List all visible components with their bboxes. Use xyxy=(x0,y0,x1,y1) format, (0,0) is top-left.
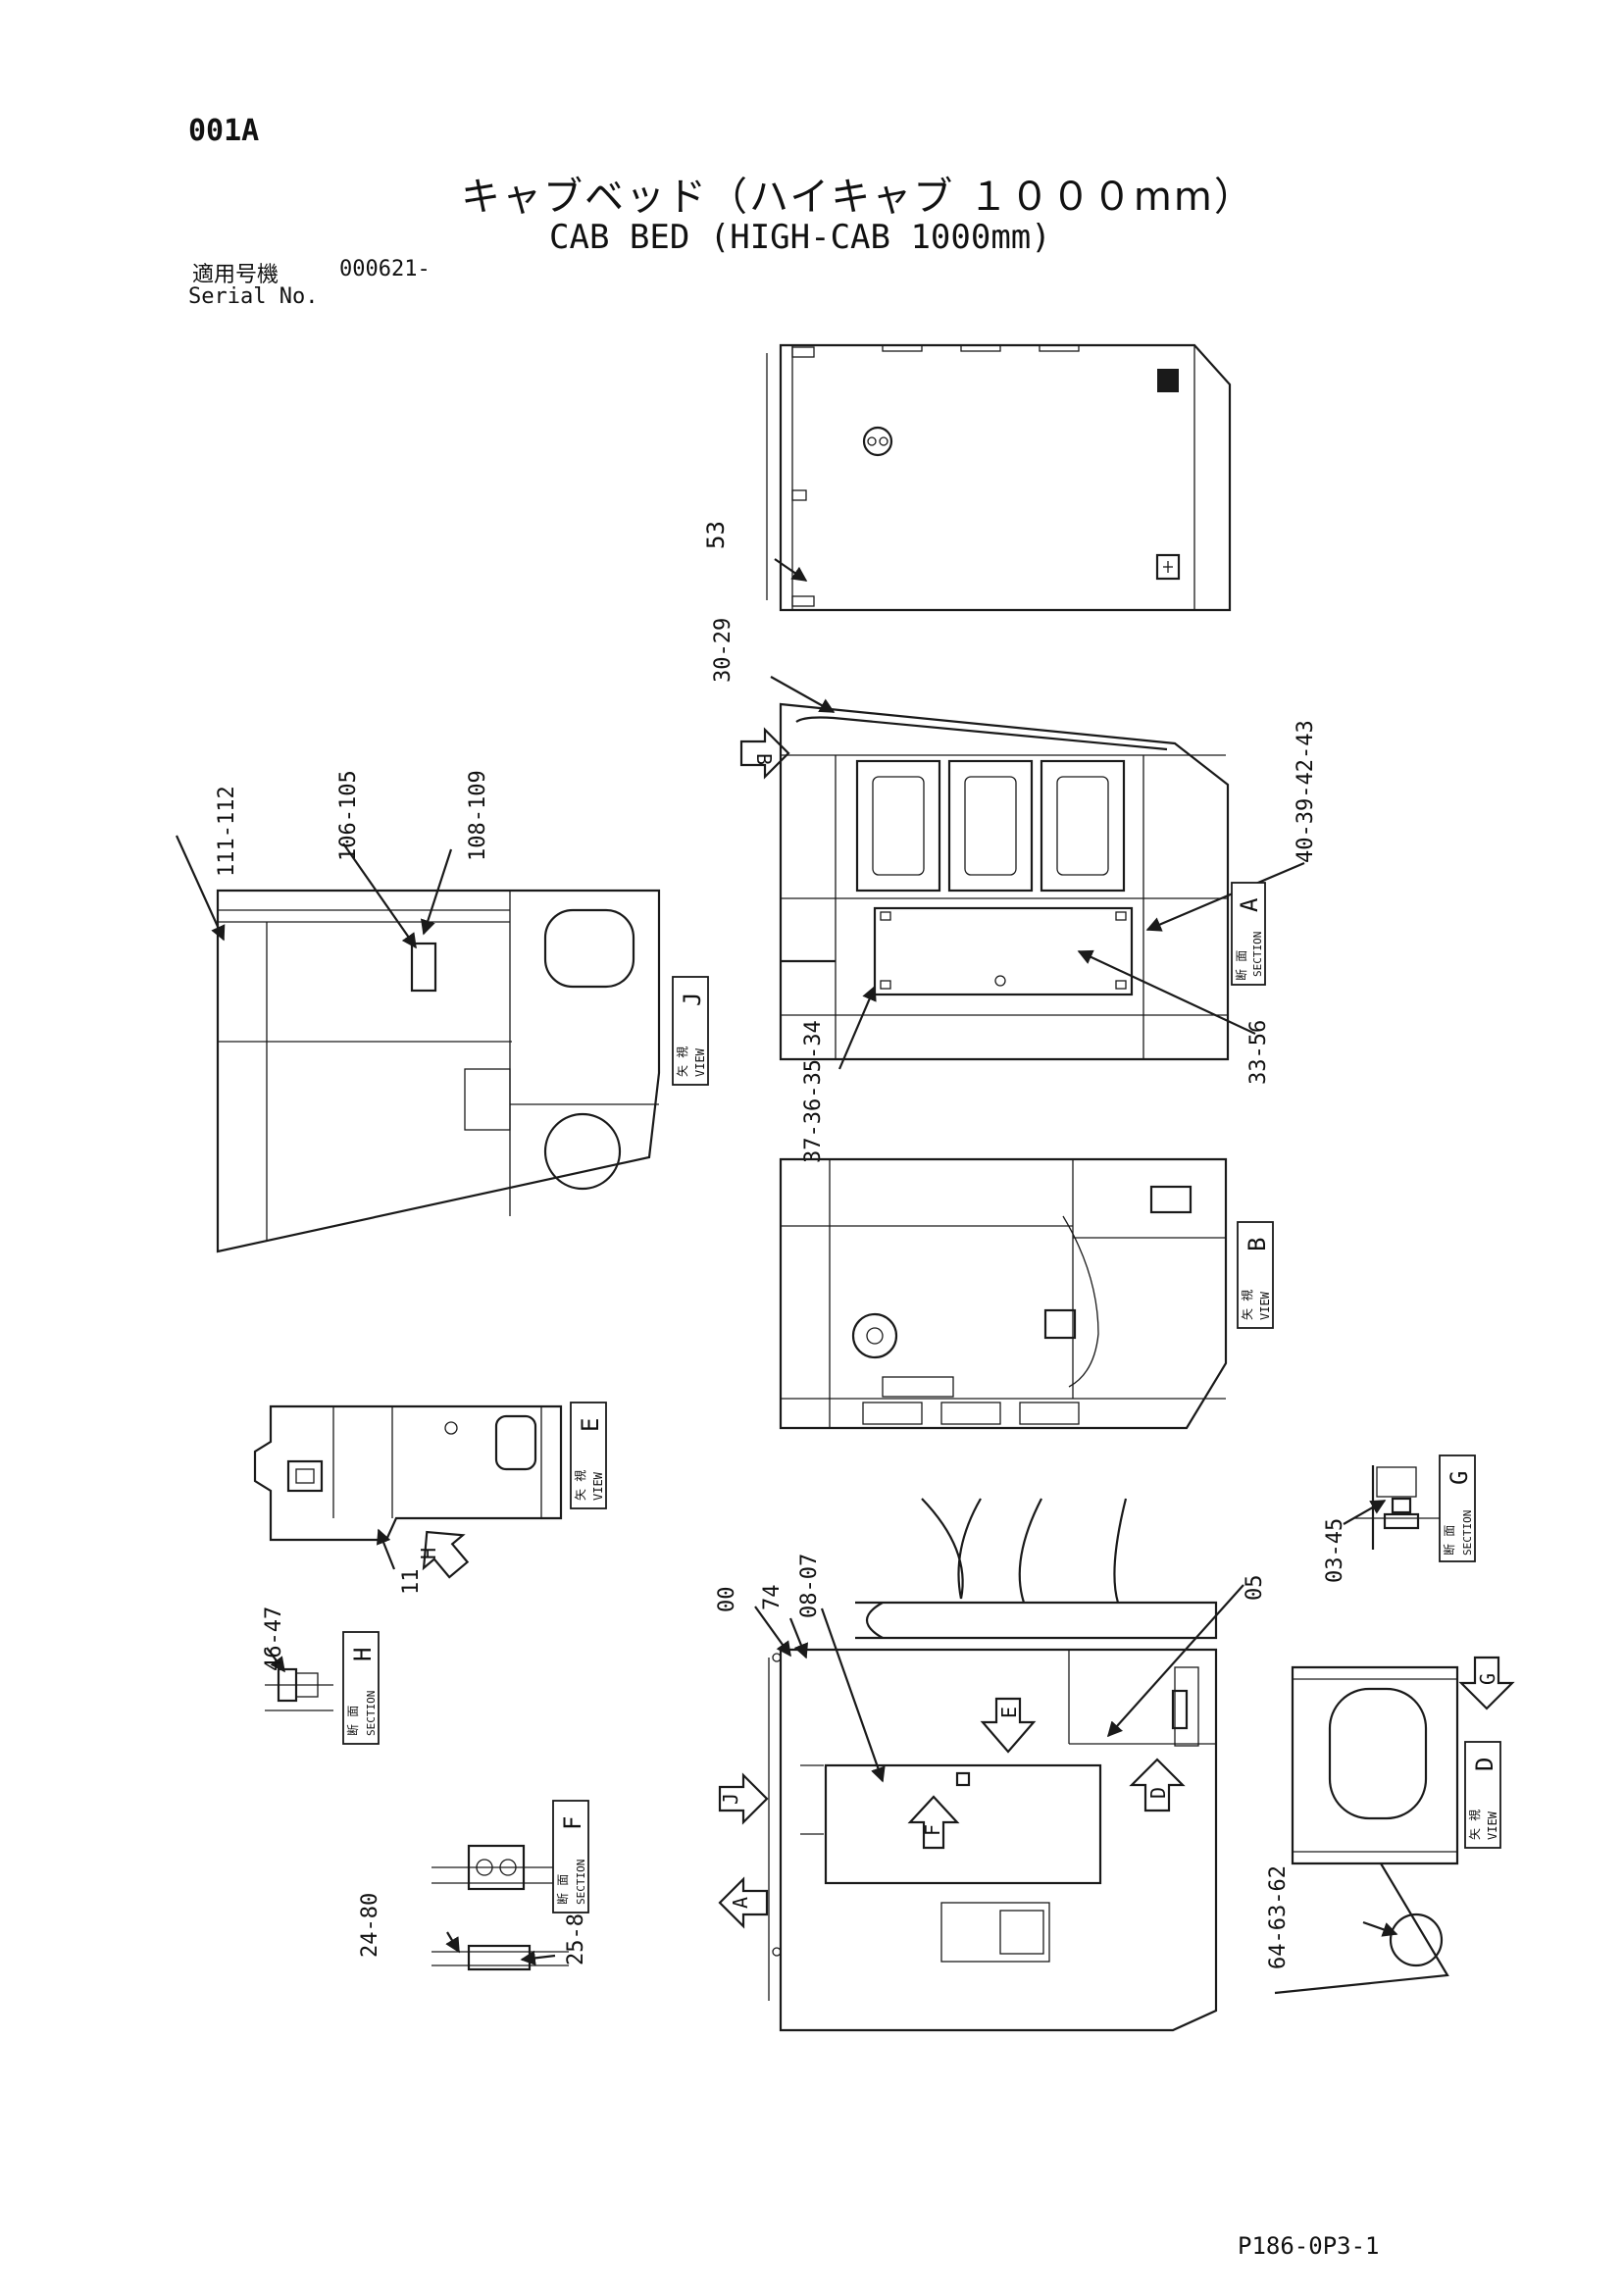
view-arrow-g: G xyxy=(1458,1656,1515,1710)
section-label-f: F SECTION 断 面 xyxy=(552,1800,589,1913)
callout-106-105: 106-105 xyxy=(336,770,361,861)
svg-text:矢 視: 矢 視 xyxy=(675,1046,689,1077)
view-label-e: E VIEW 矢 視 xyxy=(570,1402,607,1509)
view-j: 111-112 106-105 108-109 J VIEW 矢 視 xyxy=(175,770,709,1253)
section-label-h: H SECTION 断 面 xyxy=(342,1631,380,1745)
svg-text:VIEW: VIEW xyxy=(693,1047,707,1077)
svg-text:A: A xyxy=(1236,897,1263,912)
serial-label-japanese: 適用号機 xyxy=(192,263,279,287)
view-arrow-e: E xyxy=(980,1697,1037,1754)
view-b: B VIEW 矢 視 xyxy=(779,1157,1274,1430)
view-arrow-f: F xyxy=(907,1795,960,1850)
svg-text:D: D xyxy=(1146,1787,1170,1799)
oil-filler-icon xyxy=(862,426,893,457)
serial-label-english: Serial No. xyxy=(188,284,319,309)
svg-text:F: F xyxy=(559,1816,586,1830)
title-english: CAB BED (HIGH-CAB 1000mm) xyxy=(549,218,1051,257)
svg-text:矢 視: 矢 視 xyxy=(1240,1290,1254,1320)
serial-number-value: 000621- xyxy=(339,257,431,281)
svg-text:VIEW: VIEW xyxy=(1258,1291,1272,1320)
view-d: G 64-63-62 D VIEW 矢 視 xyxy=(1266,1656,1515,1995)
drawing-code-top: 001A xyxy=(188,114,260,148)
section-g-view: 03-45 G SECTION 断 面 xyxy=(1323,1454,1476,1583)
section-label-a: A SECTION 断 面 xyxy=(1231,882,1266,986)
svg-text:J: J xyxy=(719,1793,742,1805)
svg-text:断 面: 断 面 xyxy=(1442,1525,1456,1556)
callout-74: 74 xyxy=(760,1585,785,1611)
svg-text:G: G xyxy=(1446,1471,1473,1485)
svg-text:H: H xyxy=(417,1548,440,1559)
svg-text:A: A xyxy=(729,1897,752,1909)
section-f-view: 24-80 25-81 F SECTION 断 面 xyxy=(358,1800,589,1971)
callout-11: 11 xyxy=(399,1569,424,1596)
svg-text:断 面: 断 面 xyxy=(1234,950,1248,981)
svg-text:J: J xyxy=(679,993,706,1006)
svg-text:矢 視: 矢 視 xyxy=(573,1470,587,1501)
title-japanese: キャブベッド（ハイキャブ １０００mm） xyxy=(461,175,1255,220)
view-e: H 11 E VIEW 矢 視 xyxy=(253,1402,607,1596)
callout-64-62: 64-63-62 xyxy=(1266,1865,1291,1969)
callout-46-47: 46-47 xyxy=(262,1607,286,1671)
top-plan-view: 53 xyxy=(702,343,1232,612)
callout-111-112: 111-112 xyxy=(215,786,239,877)
callout-40-43: 40-39-42-43 xyxy=(1294,720,1318,863)
view-label-d: D VIEW 矢 視 xyxy=(1464,1741,1501,1849)
view-label-j: J VIEW 矢 視 xyxy=(672,976,709,1086)
callout-33-56: 33-56 xyxy=(1246,1020,1271,1085)
svg-text:矢 視: 矢 視 xyxy=(1467,1810,1482,1840)
top-panel-square-mark xyxy=(1157,369,1179,392)
drawing-code-footer: P186-0P3-1 xyxy=(1238,2232,1380,2260)
callout-108-109: 108-109 xyxy=(466,770,490,861)
callout-05: 05 xyxy=(1243,1575,1267,1602)
view-label-b: B VIEW 矢 視 xyxy=(1237,1221,1274,1329)
view-arrow-b: B xyxy=(739,727,790,780)
svg-text:SECTION: SECTION xyxy=(1461,1510,1474,1556)
svg-text:SECTION: SECTION xyxy=(575,1860,587,1905)
svg-text:VIEW: VIEW xyxy=(1486,1811,1499,1840)
svg-text:SECTION: SECTION xyxy=(1251,932,1264,977)
callout-37-34: 37-36-35-34 xyxy=(801,1020,826,1163)
svg-text:D: D xyxy=(1471,1758,1498,1771)
view-arrow-j: J xyxy=(718,1772,769,1825)
svg-text:E: E xyxy=(577,1418,604,1432)
svg-text:断 面: 断 面 xyxy=(555,1874,570,1905)
callout-03-45: 03-45 xyxy=(1323,1518,1347,1583)
section-label-g: G SECTION 断 面 xyxy=(1439,1454,1476,1562)
callout-00: 00 xyxy=(715,1587,739,1613)
view-arrow-d: D xyxy=(1129,1758,1186,1812)
callout-24-80: 24-80 xyxy=(358,1893,382,1958)
svg-text:F: F xyxy=(921,1824,944,1836)
svg-text:断 面: 断 面 xyxy=(345,1706,360,1736)
view-arrow-h: H xyxy=(417,1530,470,1579)
main-side-view: E F D J A 00 74 08-07 05 xyxy=(715,1498,1267,2032)
callout-30-29: 30-29 xyxy=(711,618,736,683)
section-a-view: B 30-29 40-39-42-43 33-56 37-36-35-34 A … xyxy=(711,618,1318,1163)
section-h-view: 46-47 H SECTION 断 面 xyxy=(262,1607,380,1745)
svg-text:H: H xyxy=(349,1648,377,1661)
view-arrow-a: A xyxy=(718,1876,769,1929)
svg-text:G: G xyxy=(1476,1673,1499,1685)
svg-text:E: E xyxy=(997,1707,1021,1718)
svg-text:B: B xyxy=(752,753,776,765)
callout-08-07: 08-07 xyxy=(797,1554,822,1618)
svg-text:B: B xyxy=(1243,1238,1271,1251)
svg-text:SECTION: SECTION xyxy=(365,1691,378,1736)
svg-text:VIEW: VIEW xyxy=(591,1471,605,1501)
callout-53: 53 xyxy=(702,521,730,549)
